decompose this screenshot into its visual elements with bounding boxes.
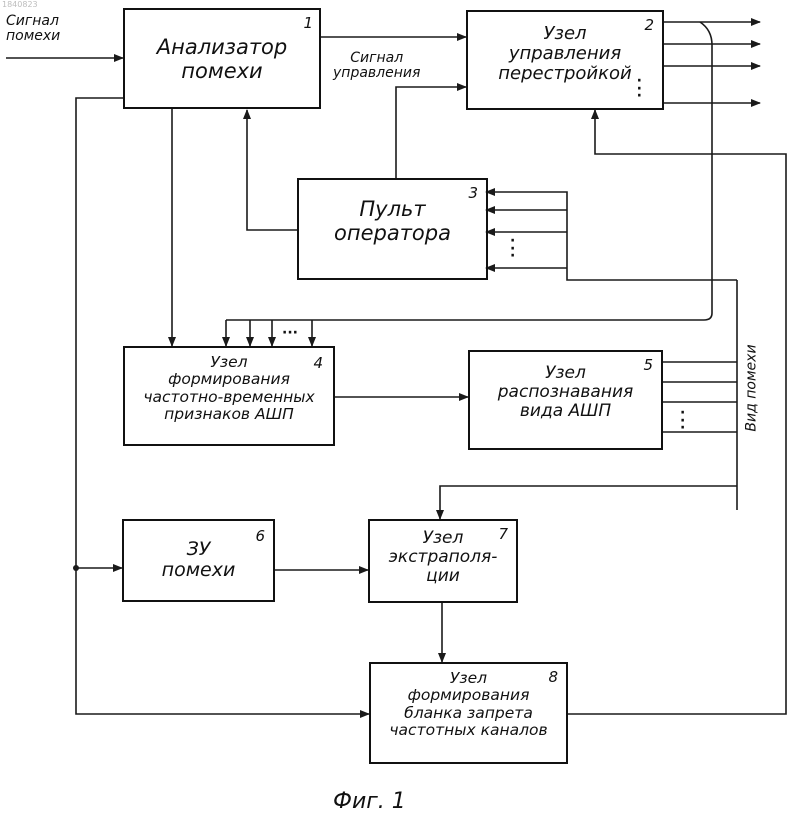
block-8-line1: Узел — [371, 670, 566, 687]
block-6-label: ЗУ помехи — [124, 539, 273, 582]
block-6-interference-memory: 6 ЗУ помехи — [122, 519, 275, 602]
document-id: 1840823 — [2, 1, 38, 9]
bus-to-3-arrow-1 — [486, 192, 737, 280]
block-3-line1: Пульт — [299, 198, 486, 222]
block-1-line2: помехи — [125, 60, 319, 84]
figure-caption: Фиг. 1 — [333, 790, 406, 813]
block-2-tuning-control-unit: 2 Узел управления перестройкой ··· — [466, 10, 664, 110]
junction-dot — [73, 565, 79, 571]
block-7-extrapolation-unit: 7 Узел экстраполя- ции — [368, 519, 518, 603]
input-label-line1: Сигнал — [6, 14, 60, 29]
block-3-line2: оператора — [299, 222, 486, 246]
block-3-operator-console: 3 Пульт оператора — [297, 178, 488, 280]
block-8-line3: бланка запрета — [371, 705, 566, 722]
block-8-line2: формирования — [371, 687, 566, 704]
block-4-line3: частотно-временных — [125, 389, 333, 406]
block-8-line4: частотных каналов — [371, 722, 566, 739]
block-7-line3: ции — [370, 567, 516, 586]
block-4-label: Узел формирования частотно-временных при… — [125, 354, 333, 423]
bus-to-7 — [440, 486, 737, 519]
input-label-line2: помехи — [6, 29, 60, 44]
block-4-input-dots: ··· — [282, 326, 298, 341]
input-signal-label: Сигнал помехи — [6, 14, 60, 43]
block-7-label: Узел экстраполя- ции — [370, 529, 516, 586]
block-2-line3: перестройкой — [468, 64, 662, 84]
arrow-3-to-2 — [396, 87, 466, 180]
interference-type-label: Вид помехи — [745, 344, 760, 431]
block-4-line1: Узел — [125, 354, 333, 371]
block-5-line1: Узел — [470, 364, 661, 383]
block-1-line1: Анализатор — [125, 36, 319, 60]
control-signal-label: Сигнал управления — [333, 51, 420, 80]
block-2-line1: Узел — [468, 24, 662, 44]
block-7-line2: экстраполя- — [370, 548, 516, 567]
block-8-channel-ban-forming-unit: 8 Узел формирования бланка запрета часто… — [369, 662, 568, 764]
block-5-recognition-unit: 5 Узел распознавания вида АШП — [468, 350, 663, 450]
block-1-interference-analyzer: 1 Анализатор помехи — [123, 8, 321, 109]
block-6-line1: ЗУ — [124, 539, 273, 560]
block-5-output-dots: ··· — [680, 410, 685, 433]
block-5-line3: вида АШП — [470, 402, 661, 421]
arrow-3-to-1 — [247, 110, 297, 230]
block-2-line2: управления — [468, 44, 662, 64]
block-1-number: 1 — [303, 14, 313, 32]
control-label-line1: Сигнал — [333, 51, 420, 66]
block-3-input-dots: ··· — [510, 238, 515, 261]
control-label-line2: управления — [333, 66, 420, 81]
block-4-line2: формирования — [125, 371, 333, 388]
block-3-label: Пульт оператора — [299, 198, 486, 245]
block-6-line2: помехи — [124, 560, 273, 581]
block-2-label: Узел управления перестройкой — [468, 24, 662, 84]
block-4-feature-forming-unit: 4 Узел формирования частотно-временных п… — [123, 346, 335, 446]
block-1-label: Анализатор помехи — [125, 36, 319, 83]
block-5-label: Узел распознавания вида АШП — [470, 364, 661, 421]
block-7-line1: Узел — [370, 529, 516, 548]
block-5-line2: распознавания — [470, 383, 661, 402]
block-8-label: Узел формирования бланка запрета частотн… — [371, 670, 566, 739]
block-2-output-dots: ··· — [637, 78, 642, 101]
block-4-line4: признаков АШП — [125, 406, 333, 423]
